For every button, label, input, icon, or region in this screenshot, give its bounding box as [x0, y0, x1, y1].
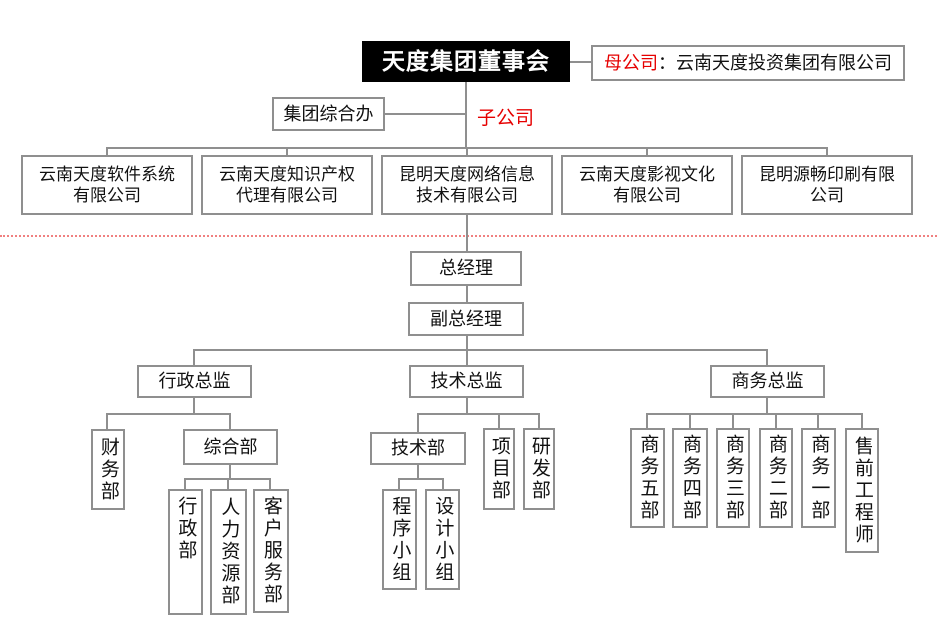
connector-line — [646, 413, 648, 429]
node-project-dept: 项目部 — [483, 428, 515, 510]
node-group-office-label: 集团综合办 — [283, 103, 374, 124]
node-company-media: 云南天度影视文化 有限公司 — [561, 155, 733, 215]
node-finance-dept: 财务部 — [91, 429, 125, 510]
connector-line — [398, 478, 400, 490]
node-tech-dept: 技术部 — [370, 432, 466, 465]
connector-line — [106, 147, 108, 157]
node-biz-dept-4-label: 商务四部 — [679, 434, 701, 522]
connector-line — [466, 335, 468, 351]
subsidiary-tag: 子公司 — [477, 108, 535, 129]
node-hr-dept-label: 人力资源部 — [218, 497, 240, 607]
connector-line — [538, 413, 540, 429]
node-general-manager: 总经理 — [410, 251, 522, 286]
node-program-team-label: 程序小组 — [389, 495, 411, 584]
node-finance-dept-label: 财务部 — [97, 436, 119, 503]
node-presales-engineer-label: 售前工程师 — [851, 435, 873, 546]
node-admin-director: 行政总监 — [137, 365, 252, 398]
connector-line — [466, 215, 468, 251]
connector-line — [775, 413, 777, 429]
node-biz-dept-3-label: 商务三部 — [722, 434, 744, 522]
node-group-office: 集团综合办 — [272, 97, 385, 131]
node-biz-dept-4: 商务四部 — [672, 428, 708, 528]
connector-line — [227, 478, 229, 490]
node-business-director: 商务总监 — [710, 365, 825, 398]
node-admin-dept: 行政部 — [168, 489, 203, 615]
connector-line — [193, 349, 768, 351]
node-company-printing: 昆明源畅印刷有限 公司 — [741, 155, 913, 215]
connector-line — [417, 413, 540, 415]
node-company-software: 云南天度软件系统 有限公司 — [21, 155, 193, 215]
connector-line — [229, 465, 231, 480]
connector-line — [398, 478, 444, 480]
connector-line — [466, 147, 468, 157]
node-parent-company: 母公司：云南天度投资集团有限公司 — [591, 45, 905, 81]
connector-line — [817, 413, 819, 429]
connector-line — [385, 113, 466, 115]
node-tech-director-label: 技术总监 — [430, 371, 503, 392]
node-admin-dept-label: 行政部 — [175, 496, 197, 562]
node-deputy-general-manager-label: 副总经理 — [430, 308, 502, 329]
parent-company-tag: 母公司 — [604, 52, 658, 73]
connector-line — [766, 398, 768, 415]
node-customer-service-dept: 客户服务部 — [253, 489, 289, 613]
red-dotted-divider — [0, 235, 937, 237]
node-deputy-general-manager: 副总经理 — [408, 302, 524, 336]
connector-line — [766, 349, 768, 366]
node-company-ip: 云南天度知识产权 代理有限公司 — [201, 155, 373, 215]
connector-line — [193, 349, 195, 366]
node-biz-dept-2-label: 商务二部 — [765, 434, 787, 522]
connector-line — [417, 465, 419, 480]
connector-line — [732, 413, 734, 429]
node-board-label: 天度集团董事会 — [382, 48, 550, 75]
node-hr-dept: 人力资源部 — [210, 489, 247, 615]
node-program-team: 程序小组 — [382, 489, 417, 590]
node-biz-dept-2: 商务二部 — [759, 428, 793, 528]
node-presales-engineer: 售前工程师 — [845, 428, 879, 553]
connector-line — [465, 82, 467, 148]
connector-line — [417, 413, 419, 433]
connector-line — [269, 478, 271, 490]
node-biz-dept-1-label: 商务一部 — [808, 434, 830, 522]
node-biz-dept-5: 商务五部 — [630, 428, 665, 528]
connector-line — [193, 398, 195, 415]
connector-line — [466, 349, 468, 366]
connector-line — [646, 147, 648, 157]
node-project-dept-label: 项目部 — [488, 436, 510, 502]
connector-line — [646, 413, 863, 415]
node-tech-dept-label: 技术部 — [391, 438, 445, 459]
parent-company-name: ：云南天度投资集团有限公司 — [658, 52, 892, 73]
connector-line — [570, 61, 591, 63]
node-admin-director-label: 行政总监 — [158, 371, 231, 392]
connector-line — [826, 147, 828, 157]
connector-line — [466, 398, 468, 415]
connector-line — [442, 478, 444, 490]
node-biz-dept-1: 商务一部 — [801, 428, 836, 528]
connector-line — [106, 413, 231, 415]
connector-line — [286, 147, 288, 157]
node-business-director-label: 商务总监 — [731, 371, 804, 392]
connector-line — [498, 413, 500, 429]
node-general-manager-label: 总经理 — [439, 258, 493, 279]
node-design-team-label: 设计小组 — [432, 495, 454, 584]
node-biz-dept-3: 商务三部 — [716, 428, 750, 528]
connector-line — [229, 413, 231, 430]
node-rnd-dept: 研发部 — [523, 428, 555, 510]
connector-line — [106, 413, 108, 430]
node-company-network: 昆明天度网络信息 技术有限公司 — [381, 155, 553, 215]
connector-line — [184, 478, 186, 490]
connector-line — [689, 413, 691, 429]
node-board: 天度集团董事会 — [362, 41, 570, 82]
connector-line — [466, 285, 468, 303]
node-rnd-dept-label: 研发部 — [528, 436, 550, 502]
connector-line — [861, 413, 863, 429]
node-design-team: 设计小组 — [425, 489, 460, 590]
node-general-dept: 综合部 — [183, 429, 278, 465]
node-general-dept-label: 综合部 — [203, 436, 258, 457]
node-biz-dept-5-label: 商务五部 — [637, 434, 659, 522]
node-tech-director: 技术总监 — [409, 365, 524, 398]
node-customer-service-dept-label: 客户服务部 — [260, 496, 282, 606]
